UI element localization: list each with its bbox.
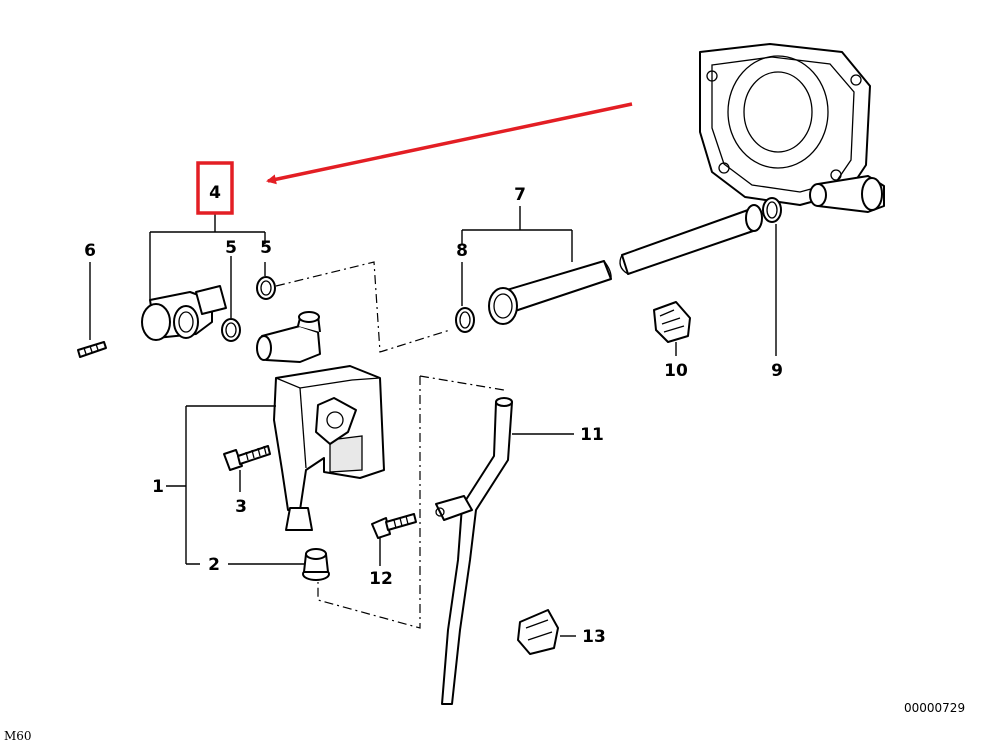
- part-clip-10: [653, 301, 691, 343]
- part-hose-11: [435, 397, 513, 705]
- assembly-lines: [275, 261, 505, 629]
- callout-9: 9: [771, 361, 783, 381]
- callout-12: 12: [369, 569, 393, 589]
- part-oil-separator: [273, 365, 385, 531]
- callout-11: 11: [580, 425, 604, 445]
- callout-10: 10: [664, 361, 688, 381]
- callout-4: 4: [209, 183, 221, 203]
- part-elbow-fitting: [141, 285, 227, 341]
- leader-lines: [89, 206, 777, 637]
- model-label: M60: [4, 729, 32, 743]
- part-grommet-2: [302, 548, 330, 581]
- part-o-ring-5b-inner: [225, 322, 237, 338]
- part-gasket-ring-9-inner: [766, 201, 778, 219]
- part-o-ring-5a: [256, 276, 276, 300]
- callout-3: 3: [235, 497, 247, 517]
- part-gasket-ring-8-inner: [459, 311, 471, 329]
- callout-7: 7: [514, 185, 526, 205]
- part-bolt-3: [223, 445, 271, 471]
- part-tee-connector: [256, 311, 321, 363]
- part-stud-6: [77, 341, 107, 358]
- callout-5a: 5: [225, 238, 237, 258]
- highlight-arrow: [266, 102, 633, 185]
- callout-1: 1: [152, 477, 164, 497]
- part-housing-flange: [699, 43, 885, 213]
- part-bolt-12: [371, 513, 417, 539]
- callout-2: 2: [208, 555, 220, 575]
- part-gasket-ring-8: [455, 307, 475, 333]
- part-gasket-ring-9: [762, 197, 782, 223]
- callout-5b: 5: [260, 238, 272, 258]
- callout-6: 6: [84, 241, 96, 261]
- part-o-ring-5b: [221, 318, 241, 342]
- callout-8: 8: [456, 241, 468, 261]
- callout-13: 13: [582, 627, 606, 647]
- part-pipe: [488, 204, 763, 325]
- part-clip-13: [517, 609, 559, 655]
- diagram-id: 00000729: [904, 701, 965, 715]
- part-o-ring-5a-inner: [260, 280, 272, 296]
- highlight-box: [196, 161, 234, 215]
